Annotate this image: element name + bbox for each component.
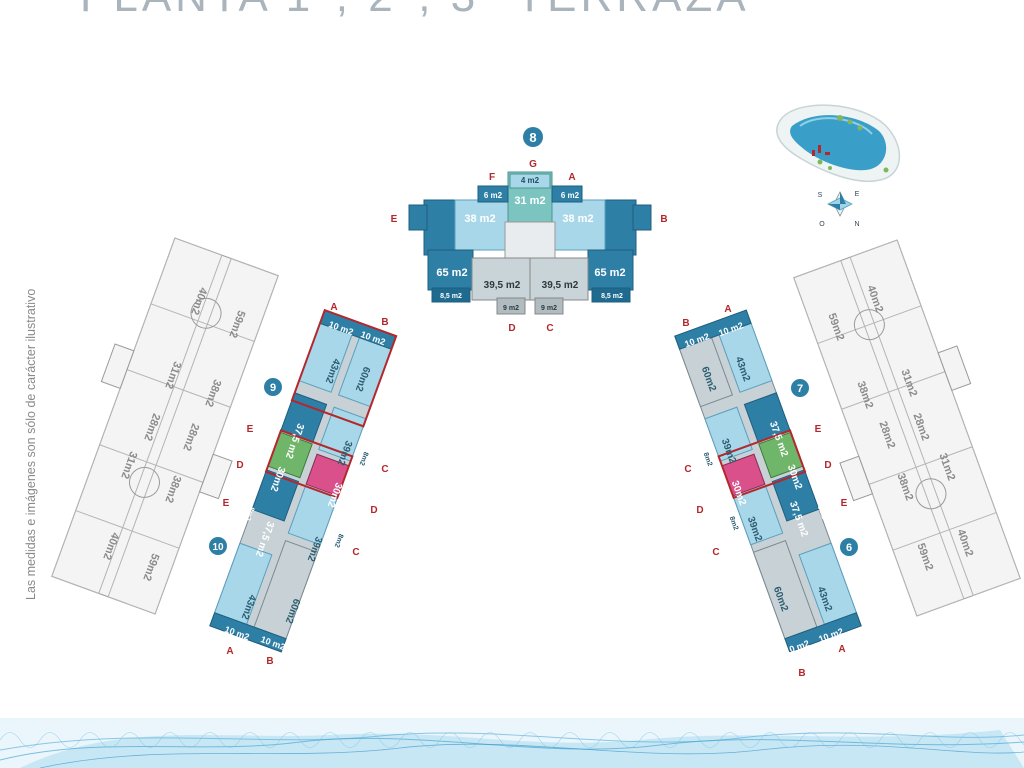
unit-area: 8m2 [816,505,827,521]
unit-area: 38 m2 [464,213,495,225]
unit-letter: B [381,317,388,328]
compass-label: N [854,221,859,228]
unit-letter: A [226,646,233,657]
unit-area: 6 m2 [561,191,580,200]
ghost-building-left [51,237,279,615]
building-number: 8 [529,130,536,145]
unit-letter: B [682,318,689,329]
unit-letter: C [684,464,691,475]
unit-letter: E [841,498,848,509]
unit-letter: E [223,498,230,509]
unit-area: 6 m2 [484,191,503,200]
ghost-building-right [793,239,1021,617]
compass-label: O [819,221,825,228]
unit-area: 65 m2 [594,267,625,279]
unit-area: 4 m2 [521,176,540,185]
building-number: 6 [846,542,852,554]
page-title: PLANTA 1°, 2°, 3° TERRAZA [80,0,750,22]
site-location-map [776,104,901,182]
building-number: 9 [270,382,276,394]
unit-letter: A [330,302,337,313]
unit-area: 39,5 m2 [484,280,521,291]
unit-area: 6m2 [806,470,817,486]
unit-area: 8m2 [702,452,713,468]
unit-letter: E [247,424,254,435]
unit-area: 8m2 [244,506,255,522]
unit-area: 8m2 [358,451,369,467]
unit-letter: C [352,547,359,558]
unit-letter: B [798,668,805,679]
unit-area: 8m2 [728,516,739,532]
unit-letter: A [724,304,731,315]
unit-letter: A [838,644,845,655]
unit-letter: G [529,159,537,170]
unit-letter: B [660,214,667,225]
unit-area: 39,5 m2 [542,280,579,291]
unit-letter: B [266,656,273,667]
building-number: 10 [212,542,224,553]
unit-letter: E [815,424,822,435]
compass [827,191,853,217]
unit-area: 8,5 m2 [601,293,623,300]
unit-area: 9 m2 [541,305,557,312]
unit-letter: F [489,172,495,183]
building-number-badge [523,127,543,147]
compass-label: S [818,192,823,199]
building-8 [408,171,652,315]
unit-letter: D [508,323,515,334]
unit-area: 9 m2 [503,305,519,312]
unit-area: 65 m2 [436,267,467,279]
unit-area: 8m2 [333,533,344,549]
unit-area: 8,5 m2 [440,293,462,300]
unit-area: 6m2 [349,491,360,507]
unit-area: 6m2 [253,471,264,487]
unit-letter: D [236,460,243,471]
wave-decoration [0,718,1024,768]
unit-area: 31 m2 [514,195,545,207]
unit-letter: D [696,505,703,516]
building-number: 7 [797,383,803,395]
building-7-6 [674,309,862,653]
unit-letter: C [381,464,388,475]
unit-letter: D [370,505,377,516]
building-9-10 [209,308,398,653]
unit-letter: D [824,460,831,471]
unit-letter: A [568,172,575,183]
unit-area: 38 m2 [562,213,593,225]
unit-letter: C [712,547,719,558]
unit-letter: E [391,214,398,225]
compass-label: E [855,191,860,198]
unit-letter: C [546,323,553,334]
